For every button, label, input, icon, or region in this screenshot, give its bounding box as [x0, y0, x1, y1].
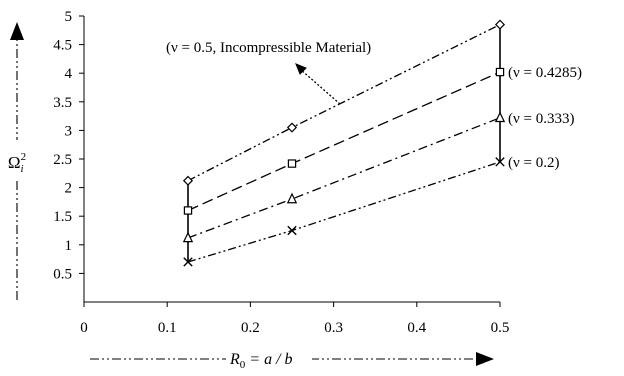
series-3 — [183, 67, 505, 215]
y-tick-label: 4 — [65, 66, 73, 82]
series-label: (ν = 0.333) — [508, 111, 574, 127]
x-tick-label: 0 — [80, 320, 88, 336]
series-line — [187, 161, 501, 263]
triangle-marker — [494, 111, 506, 123]
axes — [79, 15, 501, 307]
x-axis-label-rest: = a / b — [245, 351, 292, 368]
series-1 — [183, 157, 505, 267]
x-marker — [183, 257, 193, 267]
square-marker — [287, 159, 297, 168]
series-line — [187, 71, 501, 212]
y-tick-label: 1.5 — [53, 209, 72, 225]
y-tick-label: 5 — [65, 9, 73, 25]
x-label-backing — [226, 344, 312, 370]
x-tick-label: 0.1 — [158, 320, 177, 336]
x-tick-label: 0.4 — [407, 320, 426, 336]
y-tick-label: 0.5 — [53, 266, 72, 282]
series-4 — [182, 19, 506, 186]
y-tick-label: 3.5 — [53, 95, 72, 111]
annotations: (ν = 0.2) (ν = 0.333) (ν = 0.4285) (ν = 0.5… — [4, 22, 582, 371]
x-axis-label-sub: 0 — [240, 359, 246, 371]
square-marker — [495, 67, 505, 77]
y-tick-label: 3 — [65, 123, 73, 139]
y-label-backing — [4, 140, 32, 180]
triangle-marker — [182, 231, 194, 243]
y-tick-label: 4.5 — [53, 38, 72, 54]
diamond-marker — [286, 122, 298, 133]
diamond-marker — [182, 175, 194, 186]
x-axis-label: R0 = a / b — [229, 351, 293, 371]
tick-labels: 0 0.1 0.2 0.3 0.4 0.5 0.5 1 1.5 2 2.5 3 3.5 4 4.5 5 — [53, 9, 509, 336]
x-tick-label: 0.2 — [241, 320, 260, 336]
y-axis-label: Ωi2 — [8, 151, 26, 175]
y-axis-label-sub: i — [21, 163, 24, 175]
x-tick-label: 0.5 — [491, 320, 510, 336]
square-marker — [183, 206, 193, 215]
y-axis-label-sup: 2 — [21, 151, 27, 163]
x-label-arrow — [476, 352, 494, 366]
x-axis-label-r: R — [229, 351, 240, 368]
series-label: (ν = 0.2) — [508, 155, 559, 171]
series-label: (ν = 0.5, Incompressible Material) — [166, 40, 371, 56]
y-tick-label: 1 — [65, 238, 73, 254]
x-marker — [495, 157, 505, 167]
pointer-arrow-line — [299, 68, 341, 105]
triangle-marker — [286, 192, 298, 204]
y-label-arrow — [10, 22, 24, 40]
x-marker — [287, 225, 297, 236]
x-tick-label: 0.3 — [324, 320, 343, 336]
y-tick-label: 2 — [65, 181, 73, 197]
diamond-marker — [494, 19, 506, 30]
y-tick-label: 2.5 — [53, 152, 72, 168]
pointer-arrow-head — [295, 63, 307, 75]
series — [182, 19, 506, 267]
series-label: (ν = 0.4285) — [508, 65, 582, 81]
series-2 — [182, 111, 506, 243]
